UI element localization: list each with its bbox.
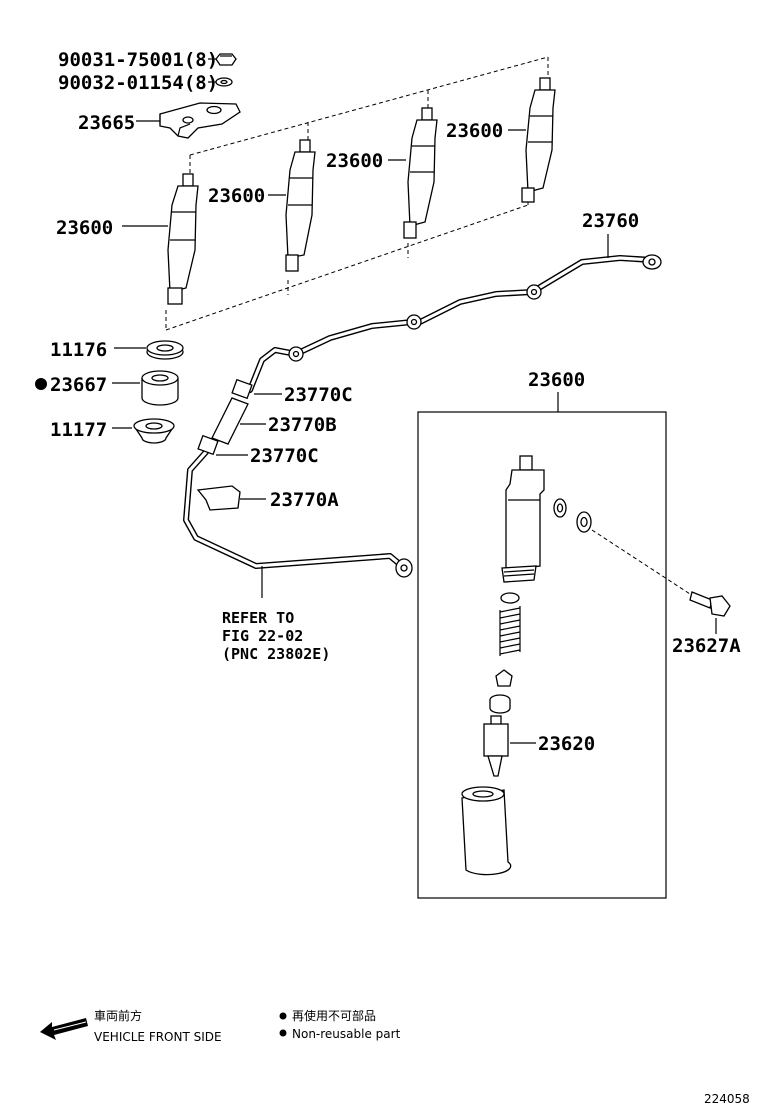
legend-nonreuse-jp: 再使用不可部品 [292, 1008, 376, 1023]
label-hose-clamp-lower: 23770C [250, 445, 319, 467]
label-injector-2: 23600 [208, 185, 265, 207]
retaining-nut-part [461, 786, 512, 876]
legend-dot-icon [279, 1012, 287, 1020]
label-seat-lower: 11177 [50, 419, 107, 441]
legend-front-jp: 車両前方 [94, 1008, 142, 1023]
label-injector-assy: 23600 [528, 369, 585, 391]
label-injector-4: 23600 [446, 120, 503, 142]
injector-assy-body-part [501, 455, 545, 583]
refer-line-1: REFER TO [222, 609, 294, 627]
label-hose-clamp-upper: 23770C [284, 384, 353, 406]
refer-line-3: (PNC 23802E) [222, 645, 330, 663]
injector-1-part [122, 173, 199, 305]
union-bolt-part [689, 591, 731, 634]
label-clamp: 23665 [78, 112, 135, 134]
label-insulator: 23667 [50, 374, 107, 396]
label-nut: 90031-75001(8) [58, 49, 218, 71]
label-hose: 23770B [268, 414, 337, 436]
seat-upper-part [114, 340, 184, 360]
legend-nonreuse-en: Non-reusable part [292, 1027, 401, 1041]
clamp-part [136, 102, 241, 139]
injector-assy-box [417, 411, 667, 899]
non-reusable-dot-icon [35, 378, 47, 390]
injector-4-part [508, 77, 556, 203]
spring-part [499, 592, 521, 656]
label-union-bolt: 23627A [672, 635, 741, 657]
label-seat-upper: 11176 [50, 339, 107, 361]
seat-lower-part [112, 418, 175, 444]
nozzle-part [483, 715, 536, 777]
leak-off-pipe-part [247, 234, 662, 393]
injector-group-outline [165, 56, 549, 331]
label-injector-1: 23600 [56, 217, 113, 239]
injector-3-part [388, 107, 438, 239]
refer-line-2: FIG 22-02 [222, 627, 303, 645]
insulator-part [112, 370, 179, 406]
figure-number: 224058 [704, 1092, 750, 1106]
label-nozzle: 23620 [538, 733, 595, 755]
hose-clamp-upper-part [231, 378, 282, 400]
washer-part [208, 77, 233, 87]
spacer-part [489, 669, 513, 714]
hose-bracket-part [196, 485, 266, 511]
injector-2-part [268, 139, 316, 272]
label-washer: 90032-01154(8) [58, 72, 218, 94]
injector-washers-part [553, 498, 691, 595]
legend-front-en: VEHICLE FRONT SIDE [94, 1030, 222, 1044]
legend-dot-icon-2 [279, 1029, 287, 1037]
hose-clamp-lower-part [197, 434, 248, 456]
nut-part [208, 53, 237, 66]
hose-part [211, 397, 266, 445]
label-pipe: 23760 [582, 210, 639, 232]
return-pipe-part [183, 449, 413, 598]
front-arrow-icon [40, 1018, 88, 1040]
label-hose-bracket: 23770A [270, 489, 339, 511]
label-injector-3: 23600 [326, 150, 383, 172]
